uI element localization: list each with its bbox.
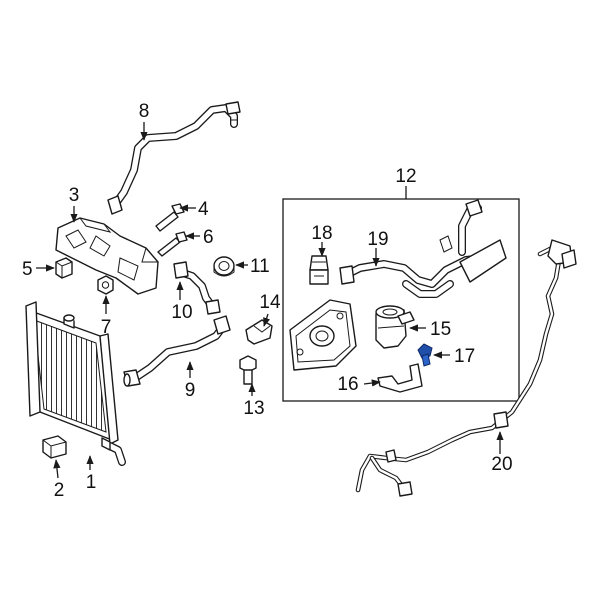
hose-part-10[interactable] <box>173 261 221 315</box>
assembly-group-12-box <box>282 198 520 402</box>
callout-8: 8 <box>139 101 150 122</box>
callout-2: 2 <box>54 480 65 501</box>
callout-3: 3 <box>69 185 80 206</box>
grommet-part-11[interactable] <box>213 256 235 277</box>
bolt-part-17[interactable] <box>417 343 433 367</box>
callout-7: 7 <box>101 317 112 338</box>
callout-5: 5 <box>22 259 33 280</box>
callout-11: 11 <box>250 256 270 277</box>
callout-9: 9 <box>185 380 196 401</box>
callout-labels: 3 8 4 6 5 7 10 11 9 14 13 2 1 12 18 19 1… <box>22 101 513 501</box>
leader-lines <box>36 122 504 479</box>
callout-12: 12 <box>395 166 416 187</box>
pump-mount-assembly[interactable] <box>289 299 357 371</box>
callout-17: 17 <box>454 346 475 367</box>
hose-part-8[interactable] <box>107 101 241 215</box>
bracket-part-2[interactable] <box>42 435 67 459</box>
callout-10: 10 <box>171 302 192 323</box>
callout-19: 19 <box>367 229 388 250</box>
bracket-part-3[interactable] <box>55 217 159 295</box>
nut-part-7[interactable] <box>97 275 114 295</box>
clip-part-5[interactable] <box>55 257 73 279</box>
radiator[interactable] <box>25 301 126 466</box>
callout-4: 4 <box>198 199 209 220</box>
connector-part-18[interactable] <box>309 255 329 285</box>
callout-16: 16 <box>337 374 358 395</box>
bracket-part-16[interactable] <box>377 363 423 393</box>
hose-part-19[interactable] <box>339 199 507 298</box>
bolt-part-6[interactable] <box>157 231 188 257</box>
hose-part-9[interactable] <box>123 315 231 387</box>
callout-18: 18 <box>311 223 332 244</box>
callout-15: 15 <box>430 319 451 340</box>
callout-13: 13 <box>243 398 264 419</box>
pump-part-15[interactable] <box>375 305 415 349</box>
bolt-part-4[interactable] <box>155 203 185 232</box>
callout-14: 14 <box>259 292 281 313</box>
bolt-part-13[interactable] <box>239 355 257 385</box>
callout-6: 6 <box>203 227 214 248</box>
clip-part-14[interactable] <box>245 319 273 345</box>
callout-1: 1 <box>86 472 97 493</box>
callout-20: 20 <box>491 454 512 475</box>
wiring-harness-part-20[interactable] <box>355 239 577 497</box>
